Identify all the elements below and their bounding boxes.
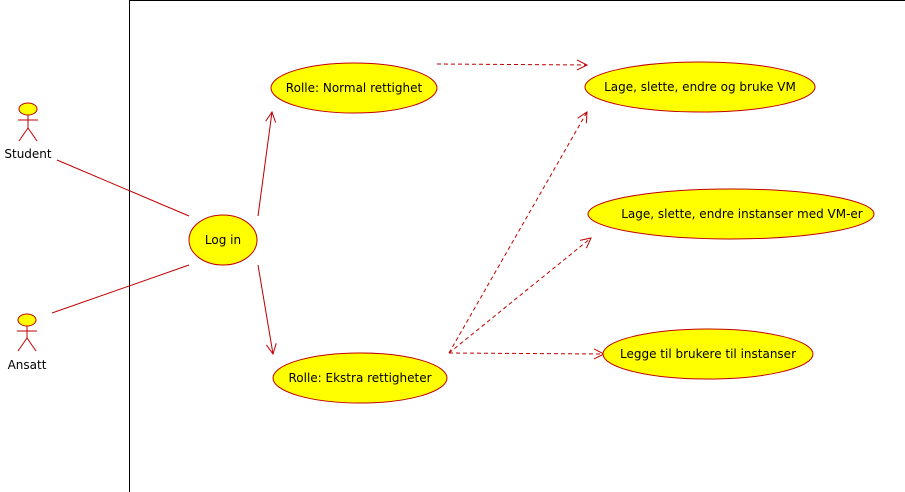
dependency-line-ekstra-to-instanser	[448, 238, 591, 354]
actor-label-ansatt: Ansatt	[8, 358, 47, 372]
association-line-student-to-login	[56, 159, 190, 217]
usecase-label-brukere-instanser: Legge til brukere til instanser	[620, 347, 796, 361]
dependency-line-ekstra-to-vm	[448, 112, 587, 354]
usecase-label-login: Log in	[205, 233, 241, 247]
usecase-label-instanser-vm: Lage, slette, endre instanser med VM-er	[621, 207, 863, 221]
actor-ansatt[interactable]: Ansatt	[8, 313, 47, 372]
dependency-line-ekstra-to-brukere	[448, 353, 604, 354]
dependency-line-normal-to-vm	[436, 64, 587, 65]
usecase-normal-rettighet[interactable]: Rolle: Normal rettighet	[270, 62, 438, 114]
actor-student[interactable]: Student	[4, 102, 52, 161]
association-line-ansatt-to-login	[51, 264, 190, 314]
actor-figure-icon	[18, 102, 38, 142]
system-boundary	[129, 0, 905, 492]
usecase-login[interactable]: Log in	[188, 214, 258, 266]
usecase-instanser-vm[interactable]: Lage, slette, endre instanser med VM-er	[587, 188, 875, 240]
usecase-brukere-instanser[interactable]: Legge til brukere til instanser	[602, 328, 814, 380]
usecase-ekstra-rettigheter[interactable]: Rolle: Ekstra rettigheter	[272, 352, 448, 404]
directed-line-login-to-normal	[257, 112, 272, 217]
usecase-label-normal-rettighet: Rolle: Normal rettighet	[286, 81, 423, 95]
directed-line-login-to-ekstra	[257, 264, 273, 354]
actor-figure-icon	[17, 313, 37, 352]
usecase-label-ekstra-rettigheter: Rolle: Ekstra rettigheter	[288, 371, 431, 385]
actor-label-student: Student	[4, 147, 52, 161]
usecase-bruke-vm[interactable]: Lage, slette, endre og bruke VM	[584, 61, 816, 113]
usecase-label-bruke-vm: Lage, slette, endre og bruke VM	[604, 80, 796, 94]
